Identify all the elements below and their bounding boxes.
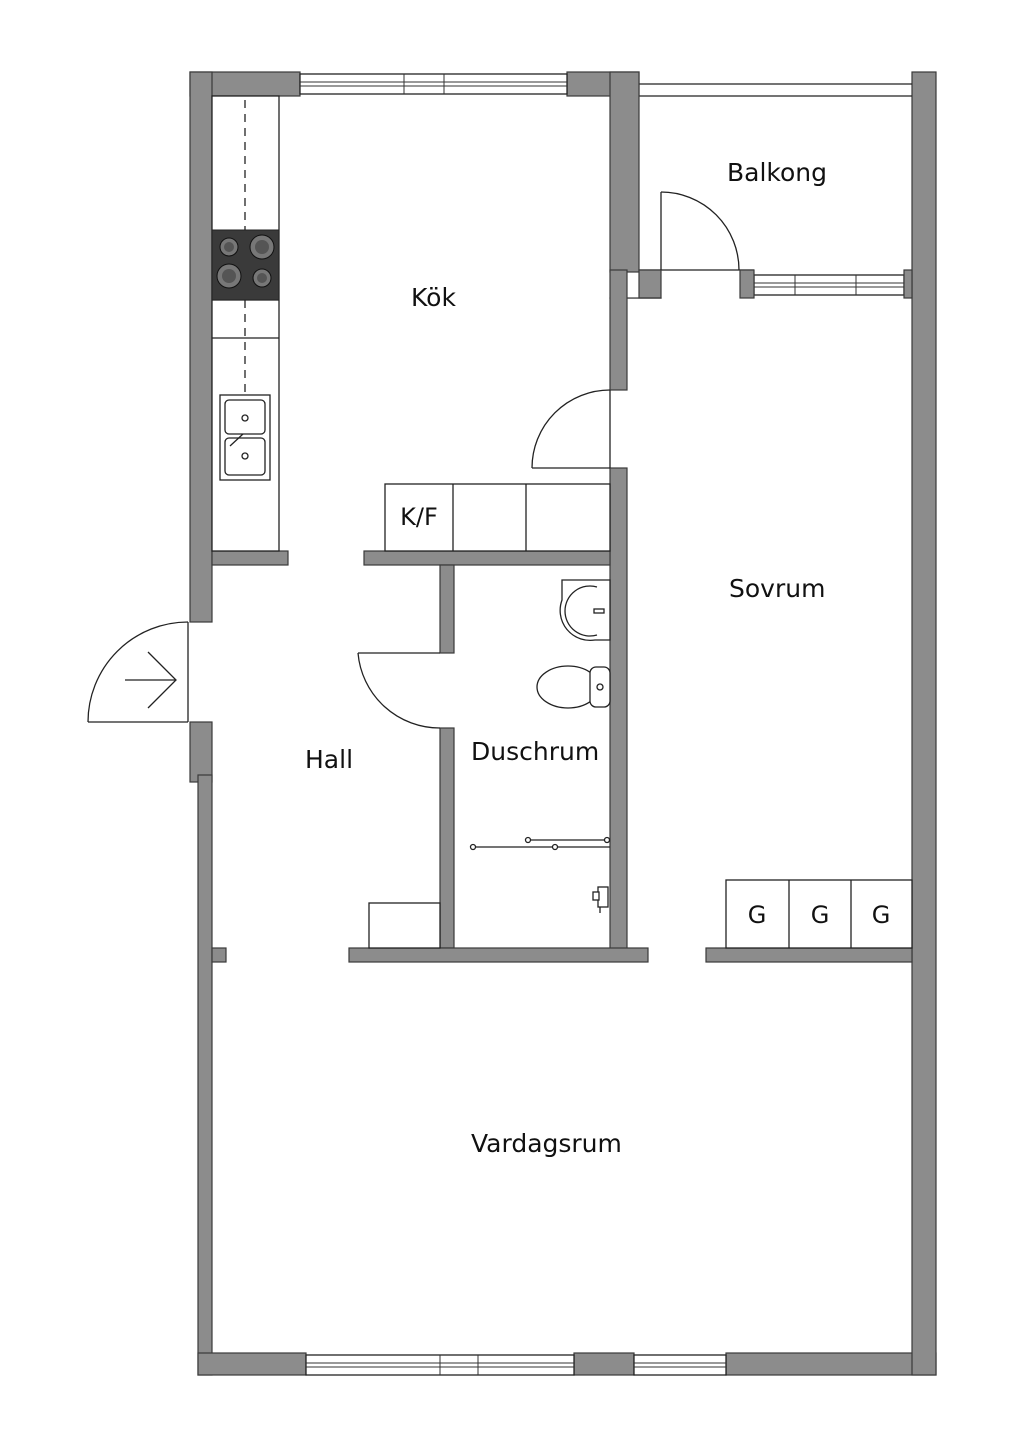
entry-arrow-icon (125, 651, 177, 709)
room-label-vardagsrum: Vardagsrum (471, 1129, 622, 1158)
interior-walls (211, 71, 913, 963)
sink-icon (219, 394, 271, 481)
hall-cabinet (368, 902, 441, 949)
door-entry (87, 621, 189, 723)
shower-rail-icon (469, 836, 611, 851)
shower-mixer-icon (592, 886, 609, 913)
wardrobe-label-3: G (872, 901, 891, 929)
doors (87, 191, 740, 729)
wardrobe-label-1: G (748, 901, 767, 929)
window-vardagsrum-2 (633, 1354, 727, 1376)
wardrobe-label-2: G (811, 901, 830, 929)
bathroom-fixtures (469, 579, 611, 913)
window-vardagsrum-1 (305, 1354, 575, 1376)
door-kok-sovrum (531, 389, 611, 469)
door-duschrum (357, 652, 441, 729)
toilet-icon (536, 665, 611, 709)
window-sovrum (753, 274, 905, 296)
room-label-balkong: Balkong (727, 158, 827, 187)
door-balkong (660, 191, 740, 271)
kitchen-counter (211, 95, 280, 552)
window-kok (299, 73, 568, 95)
kitchen-cabinets (384, 483, 611, 552)
outer-walls (189, 71, 937, 1376)
wardrobes (725, 879, 913, 949)
windows (299, 73, 905, 1376)
room-label-duschrum: Duschrum (471, 737, 599, 766)
room-label-sovrum: Sovrum (729, 574, 825, 603)
room-label-hall: Hall (305, 745, 353, 774)
washbasin-icon (559, 579, 611, 642)
fridge-freezer-label: K/F (400, 503, 438, 531)
stove-icon (211, 229, 280, 301)
room-label-kok: Kök (411, 283, 456, 312)
